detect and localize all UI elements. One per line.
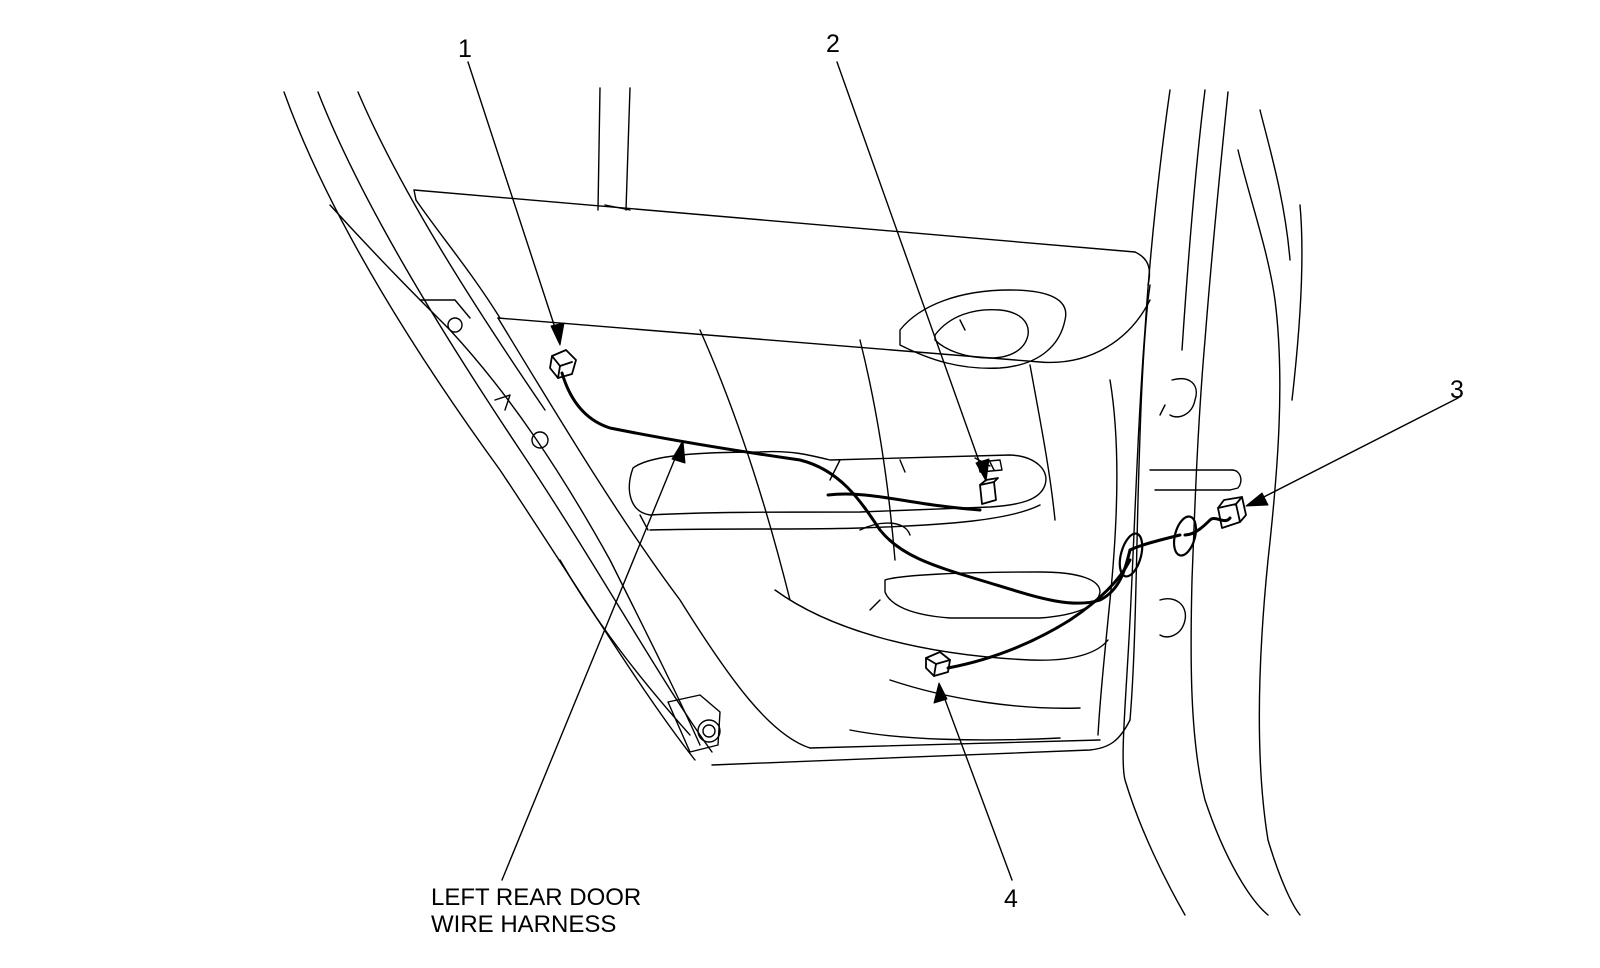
- door-panel-outline: [413, 189, 1151, 766]
- lower-speaker-mount: [667, 694, 721, 753]
- leader-lines: [467, 61, 1459, 881]
- arrowhead-harness: [671, 440, 686, 464]
- leader-line-harness: [501, 443, 682, 881]
- callout-3: 3: [1450, 376, 1464, 404]
- connector-2: [979, 477, 999, 505]
- connector-3: [1217, 496, 1247, 529]
- harness-label-line1: LEFT REAR DOOR: [431, 884, 642, 911]
- leader-line-3: [1247, 397, 1459, 506]
- door-pocket: [869, 571, 1101, 619]
- arrowhead-2: [975, 458, 990, 482]
- window-frame-posts: [597, 87, 631, 211]
- callout-2: 2: [826, 30, 840, 58]
- arrowhead-1: [550, 322, 565, 346]
- arrowhead-4: [933, 682, 948, 704]
- body-frame-left: [283, 91, 713, 761]
- body-frame-right: [1122, 89, 1303, 916]
- arrowheads: [550, 322, 1269, 704]
- connector-1: [549, 349, 577, 379]
- door-handle-pocket: [899, 289, 1067, 369]
- leader-line-4: [939, 685, 1013, 881]
- harness-label-line2: WIRE HARNESS: [431, 911, 617, 938]
- arrowhead-3: [1245, 492, 1269, 507]
- leader-line-2: [836, 61, 986, 479]
- grommets: [1118, 515, 1198, 578]
- callout-1: 1: [458, 35, 472, 63]
- connector-4: [925, 651, 951, 677]
- callout-4: 4: [1004, 885, 1018, 913]
- harness-label: LEFT REAR DOOR WIRE HARNESS: [431, 884, 641, 938]
- leader-line-1: [467, 61, 561, 344]
